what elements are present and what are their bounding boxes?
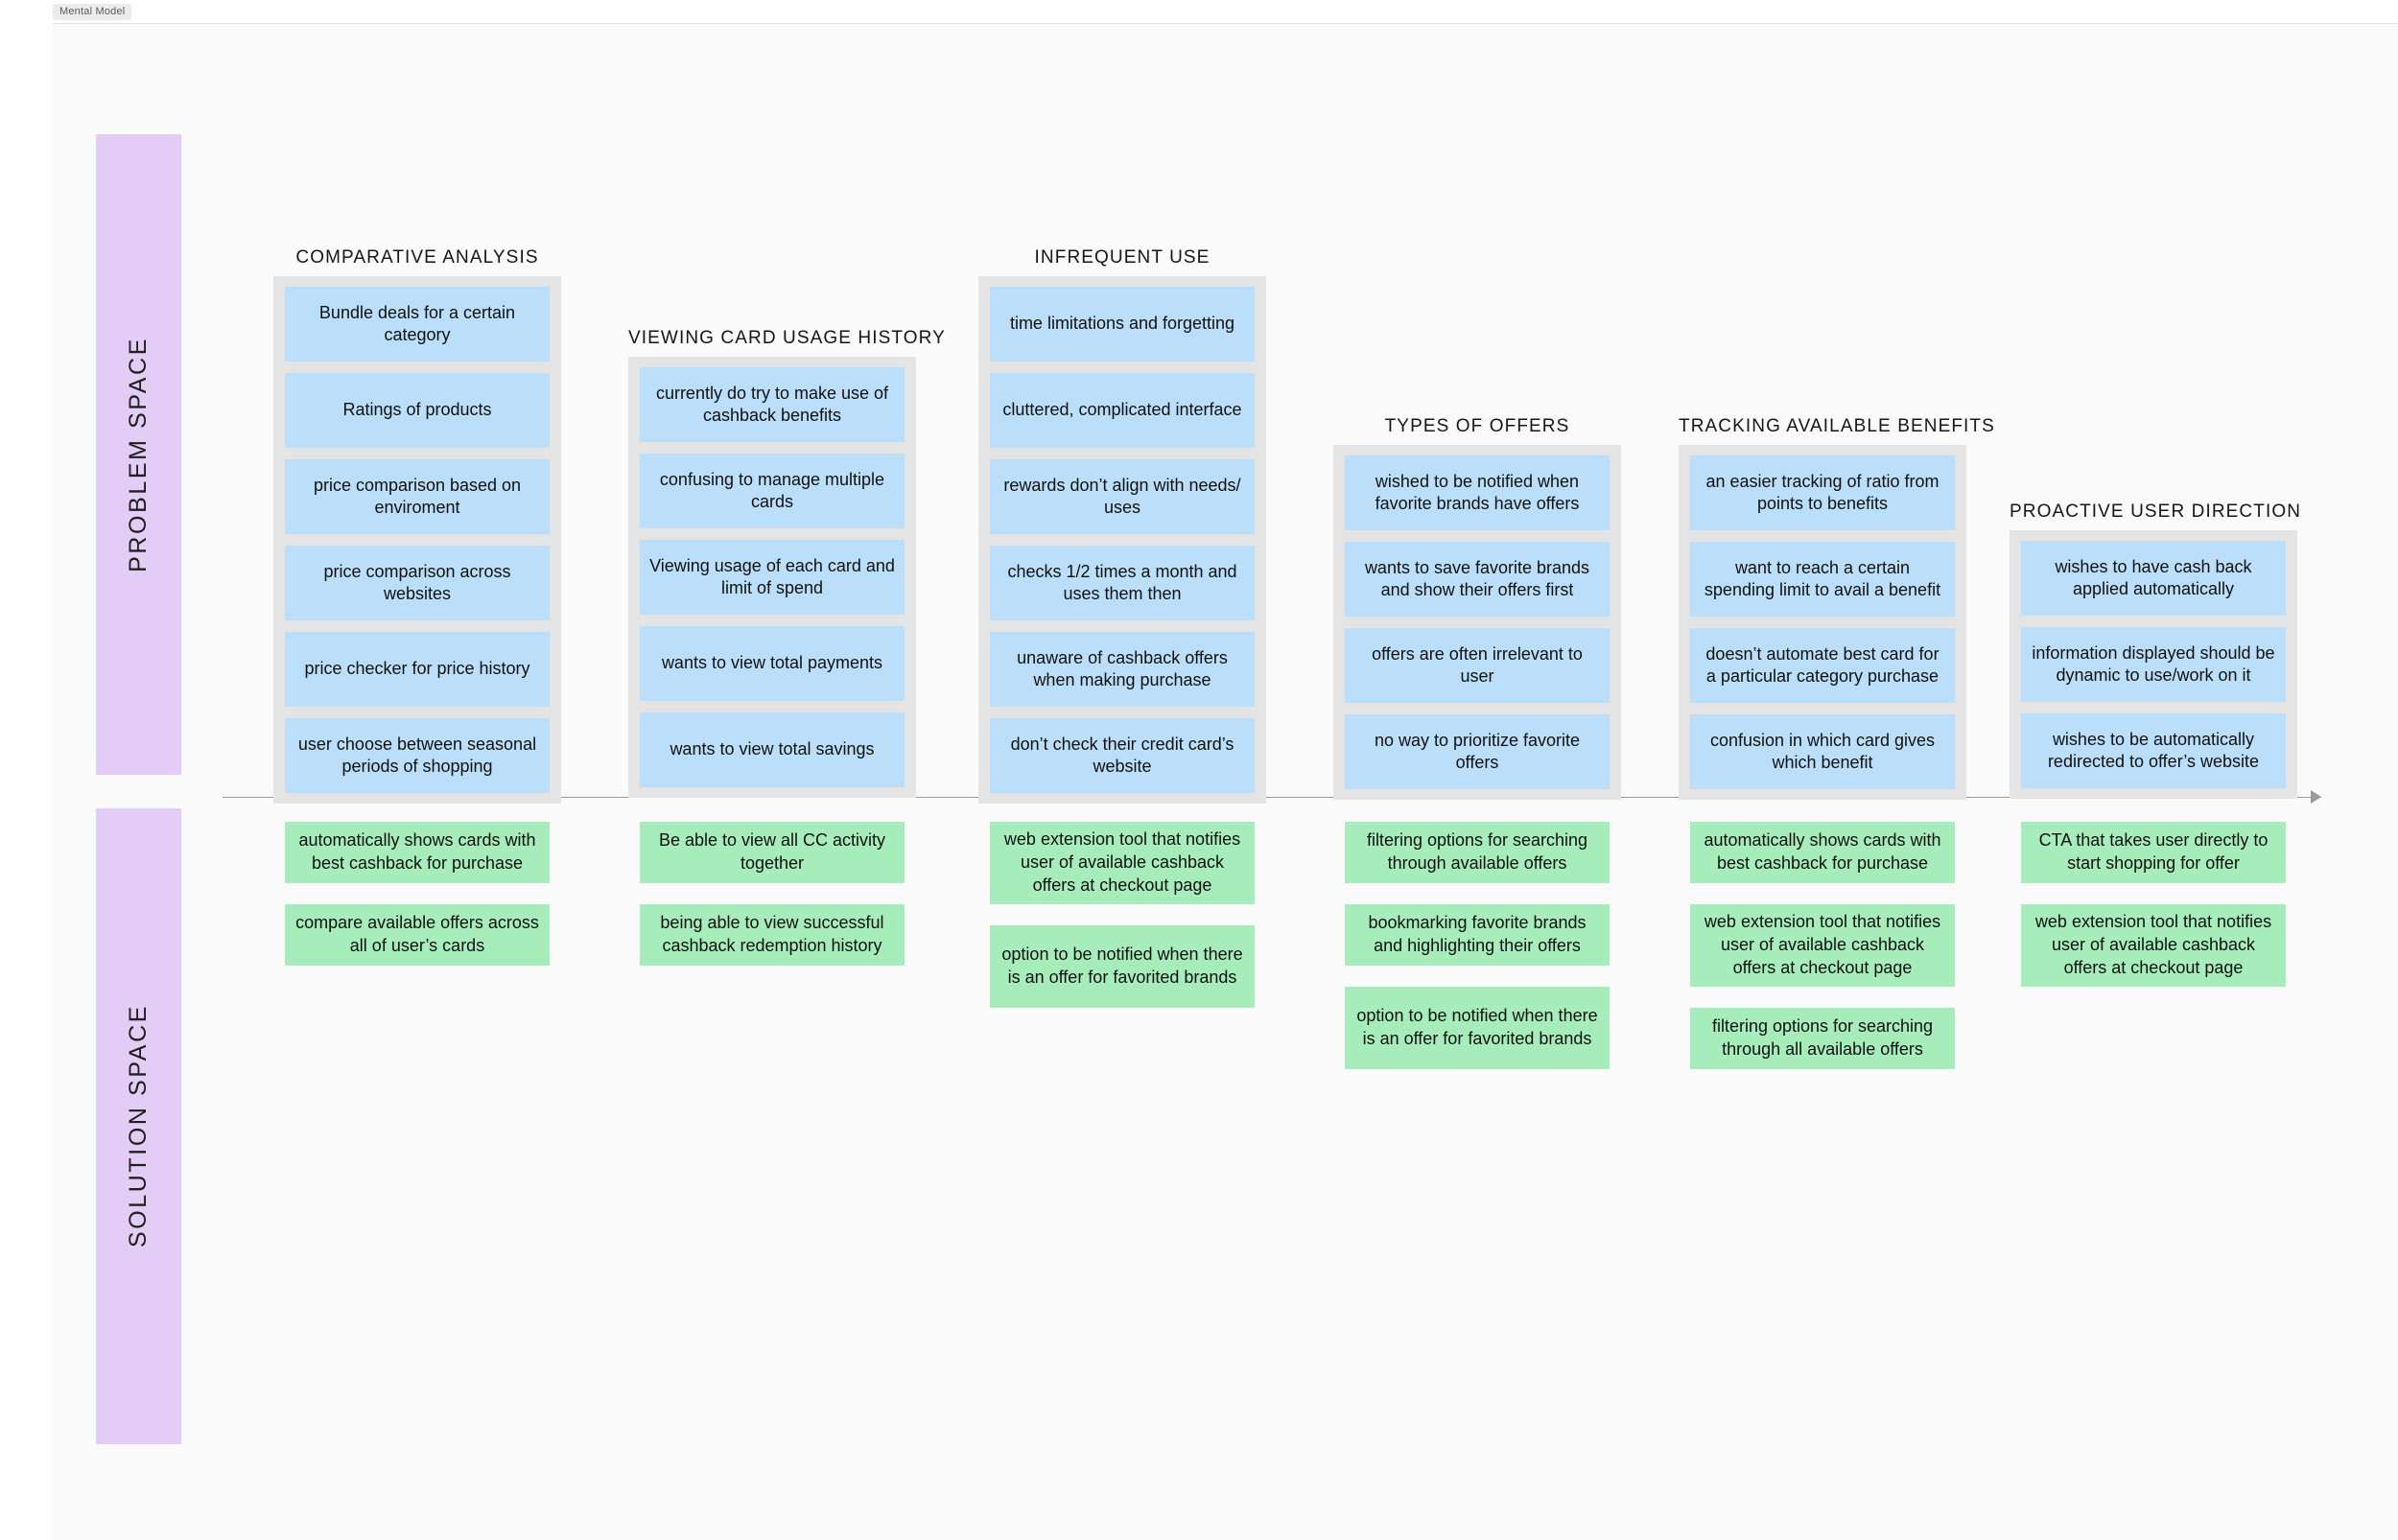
solution-card[interactable]: web extension tool that notifies user of… [2021, 904, 2286, 987]
column-title: INFREQUENT USE [1034, 247, 1211, 268]
problem-card[interactable]: wishes to be automatically redirected to… [2021, 713, 2286, 788]
problem-card[interactable]: confusing to manage multiple cards [640, 454, 905, 528]
problem-card[interactable]: doesn’t automate best card for a particu… [1690, 628, 1955, 703]
column-title: COMPARATIVE ANALYSIS [295, 247, 539, 268]
solution-card[interactable]: web extension tool that notifies user of… [990, 822, 1255, 904]
column-title: TYPES OF OFFERS [1384, 416, 1570, 436]
problem-card[interactable]: unaware of cashback offers when making p… [990, 632, 1255, 707]
problem-card[interactable]: time limitations and forgetting [990, 287, 1255, 362]
problem-card[interactable]: no way to prioritize favorite offers [1345, 714, 1610, 789]
band-solution-space[interactable]: SOLUTION SPACE [96, 808, 181, 1444]
solution-card[interactable]: being able to view successful cashback r… [640, 904, 905, 966]
solution-card[interactable]: filtering options for searching through … [1345, 822, 1610, 883]
problem-card[interactable]: don’t check their credit card’s website [990, 718, 1255, 793]
solution-card[interactable]: filtering options for searching through … [1690, 1008, 1955, 1069]
problem-card[interactable]: wished to be notified when favorite bran… [1345, 455, 1610, 530]
band-problem-space[interactable]: PROBLEM SPACE [96, 134, 181, 775]
problem-card[interactable]: Ratings of products [285, 373, 550, 448]
column-title: TRACKING AVAILABLE BENEFITS [1679, 416, 1995, 436]
problem-card[interactable]: Bundle deals for a certain category [285, 287, 550, 362]
solution-card[interactable]: web extension tool that notifies user of… [1690, 904, 1955, 987]
frame-label[interactable]: Mental Model [53, 4, 132, 20]
timeline-arrow-icon [2311, 790, 2321, 804]
problem-card[interactable]: rewards don’t align with needs/ uses [990, 459, 1255, 534]
problem-card[interactable]: wants to view total payments [640, 626, 905, 701]
problem-card[interactable]: wants to save favorite brands and show t… [1345, 542, 1610, 617]
band-problem-space-label: PROBLEM SPACE [125, 337, 152, 572]
timeline-axis-line [223, 797, 2321, 798]
problem-card[interactable]: an easier tracking of ratio from points … [1690, 455, 1955, 530]
band-solution-space-label: SOLUTION SPACE [125, 1004, 152, 1248]
solution-card[interactable]: automatically shows cards with best cash… [1690, 822, 1955, 883]
solution-card[interactable]: automatically shows cards with best cash… [285, 822, 550, 883]
problem-card[interactable]: price comparison across websites [285, 546, 550, 620]
solution-card[interactable]: CTA that takes user directly to start sh… [2021, 822, 2286, 883]
problem-card[interactable]: price comparison based on enviroment [285, 459, 550, 534]
problem-card[interactable]: user choose between seasonal periods of … [285, 718, 550, 793]
problem-card[interactable]: want to reach a certain spending limit t… [1690, 542, 1955, 617]
problem-card[interactable]: Viewing usage of each card and limit of … [640, 540, 905, 615]
solution-card[interactable]: option to be notified when there is an o… [1345, 987, 1610, 1069]
solution-card[interactable]: bookmarking favorite brands and highligh… [1345, 904, 1610, 966]
problem-card[interactable]: wants to view total savings [640, 712, 905, 787]
solution-card[interactable]: Be able to view all CC activity together [640, 822, 905, 883]
problem-card[interactable]: cluttered, complicated interface [990, 373, 1255, 448]
column-title: VIEWING CARD USAGE HISTORY [628, 328, 946, 348]
problem-card[interactable]: confusion in which card gives which bene… [1690, 714, 1955, 789]
problem-card[interactable]: currently do try to make use of cashback… [640, 367, 905, 442]
column-title: PROACTIVE USER DIRECTION [2010, 502, 2302, 522]
problem-card-group: an easier tracking of ratio from points … [1679, 445, 1966, 800]
problem-card-group: currently do try to make use of cashback… [628, 357, 916, 798]
problem-card[interactable]: offers are often irrelevant to user [1345, 628, 1610, 703]
solution-card[interactable]: option to be notified when there is an o… [990, 925, 1255, 1008]
problem-card-group: time limitations and forgetting cluttered… [978, 276, 1266, 804]
problem-card[interactable]: wishes to have cash back applied automat… [2021, 541, 2286, 616]
problem-card[interactable]: information displayed should be dynamic … [2021, 627, 2286, 702]
problem-card[interactable]: price checker for price history [285, 632, 550, 707]
solution-card[interactable]: compare available offers across all of u… [285, 904, 550, 966]
problem-card[interactable]: checks 1/2 times a month and uses them t… [990, 546, 1255, 620]
problem-card-group: wished to be notified when favorite bran… [1333, 445, 1621, 800]
problem-card-group: wishes to have cash back applied automat… [2010, 530, 2297, 799]
